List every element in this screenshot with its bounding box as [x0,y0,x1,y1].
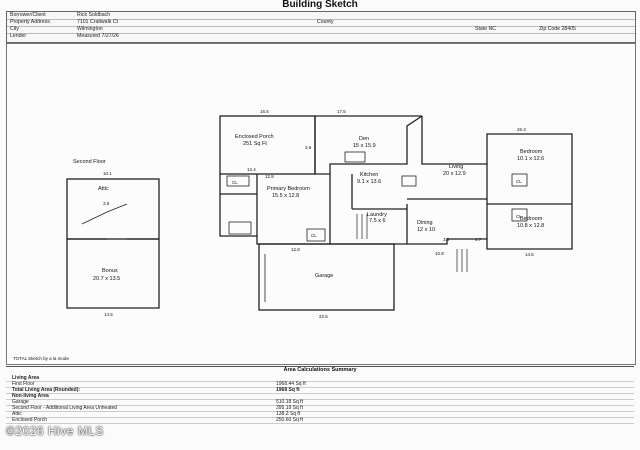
bonus-outline [66,239,160,309]
dim-label: 26.3 [517,127,526,132]
summary-title: Area Calculations Summary [283,367,357,373]
bonus-label: Bonus [102,268,118,274]
area-summary: Area Calculations Summary Living Area Fi… [6,366,634,437]
summary-row-label: Living Area [12,375,40,381]
summary-row-value: 138.2 Sq ft [276,411,301,417]
property-label: Property Address [10,19,50,25]
state-label: State NC [475,26,497,32]
bedroom2-dim: 10.8 x 12.8 [517,223,544,229]
summary-row-label: Garage [12,399,29,405]
lender-label: Lender [10,33,27,39]
summary-row-label: Second Floor - Additional Living Area Un… [12,405,118,411]
city-value: Wilmington [77,26,103,32]
den-outline [314,115,423,175]
dim-label: 17.5 [337,109,346,114]
garage-label: Garage [315,273,333,279]
floor-plan-drawing: Second Floor Attic Bonus 20.7 x 13.5 Enc… [13,109,573,361]
sketch-total-label: TOTAL Sketch by a la mode [13,356,69,361]
header-row-borrower: Borrower/Client Rick Soldbach [7,12,635,20]
summary-row: Enclosed Porch 250.60 Sq ft [6,417,634,424]
dim-label: 3.5 [443,237,450,242]
attic-label: Attic [98,186,109,192]
dim-label: 14.6 [525,252,534,257]
laundry-dim: 7.5 x 6 [369,218,386,224]
dim-label: 10.8 [435,251,444,256]
summary-row-value: 510.18 Sq ft [276,399,303,405]
dim-label: 3.9 [305,145,312,150]
summary-row: Non-living Area [6,393,634,400]
living-label: Living [449,164,463,170]
county-label: County [317,19,334,25]
city-label: City [10,26,19,32]
closet-label: CL [516,214,522,219]
summary-row-label: Attic [12,411,22,417]
property-value: 7101 Cratiwalk Ct [77,19,118,25]
summary-row-label: Non-living Area [12,393,49,399]
closet-label: CL [516,179,522,184]
mls-watermark: ©2026 Hive MLS [6,424,104,438]
summary-row-label: Total Living Area (Rounded): [12,387,81,393]
summary-row: Second Floor - Additional Living Area Un… [6,405,634,412]
header-table: Borrower/Client Rick Soldbach Property A… [6,11,636,43]
kitchen-dim: 9.1 x 13.6 [357,179,381,185]
summary-row: Total Living Area (Rounded): 1968 Sq ft [6,387,634,394]
enclosed-porch-area: 251 Sq Ft [243,141,267,147]
dim-label: 22.6 [319,314,328,319]
bedroom1-label: Bedroom [520,149,543,155]
closet-label: CL [311,233,317,238]
page-title: Building Sketch [282,0,358,10]
header-row-property: Property Address 7101 Cratiwalk Ct Count… [7,19,635,27]
summary-row: Garage 510.18 Sq ft [6,399,634,406]
bonus-dim: 20.7 x 13.5 [93,276,120,282]
summary-row-label: First Floor [12,381,35,387]
den-dim: 15 x 15.9 [353,143,376,149]
enclosed-porch-label: Enclosed Porch [235,134,274,140]
dim-label: 4.7 [475,237,482,242]
borrower-label: Borrower/Client [10,12,46,18]
header-row-city: City Wilmington State NC Zip Code 28405 [7,26,635,34]
header-row-lender: Lender Measured 7/27/26 [7,33,635,40]
attic-outline [66,178,160,240]
dim-label: 10.1 [103,171,112,176]
dim-label: 3.9 [103,201,110,206]
summary-row: Attic 138.2 Sq ft [6,411,634,418]
zip-label: Zip Code 28405 [539,26,576,32]
dim-label: 12.8 [265,174,274,179]
summary-row-value: 395.19 Sq ft [276,405,303,411]
dining-dim: 12 x 10 [417,227,435,233]
closet-label: CL [232,180,238,185]
primary-bedroom-dim: 15.5 x 12.8 [272,193,299,199]
enclosed-porch-outline [219,115,316,175]
dim-label: 16.5 [260,109,269,114]
bedroom1-dim: 10.1 x 12.6 [517,156,544,162]
borrower-value: Rick Soldbach [77,12,111,18]
measured-label: Measured 7/27/26 [77,33,119,39]
summary-row: Living Area [6,375,634,382]
primary-bedroom-label: Primary Bedroom [267,186,310,192]
dining-label: Dining [417,220,433,226]
dim-label: 12.4 [247,167,256,172]
dim-label: 12.8 [291,247,300,252]
den-label: Den [359,136,369,142]
second-floor-label: Second Floor [73,159,106,165]
garage-outline [258,243,395,311]
summary-row-value: 1968.44 Sq ft [276,381,306,387]
dim-label: 14.5 [104,312,113,317]
summary-row: First Floor 1968.44 Sq ft [6,381,634,388]
main-outline [219,174,408,245]
summary-row-value: 250.60 Sq ft [276,417,303,423]
summary-row-label: Enclosed Porch [12,417,48,423]
summary-row-value: 1968 Sq ft [276,387,300,393]
bedroom2-label: Bedroom [520,216,543,222]
living-dim: 20 x 12.9 [443,171,466,177]
kitchen-label: Kitchen [360,172,378,178]
laundry-label: Laundry [367,212,387,218]
sketch-frame: Second Floor Attic Bonus 20.7 x 13.5 Enc… [6,43,636,365]
